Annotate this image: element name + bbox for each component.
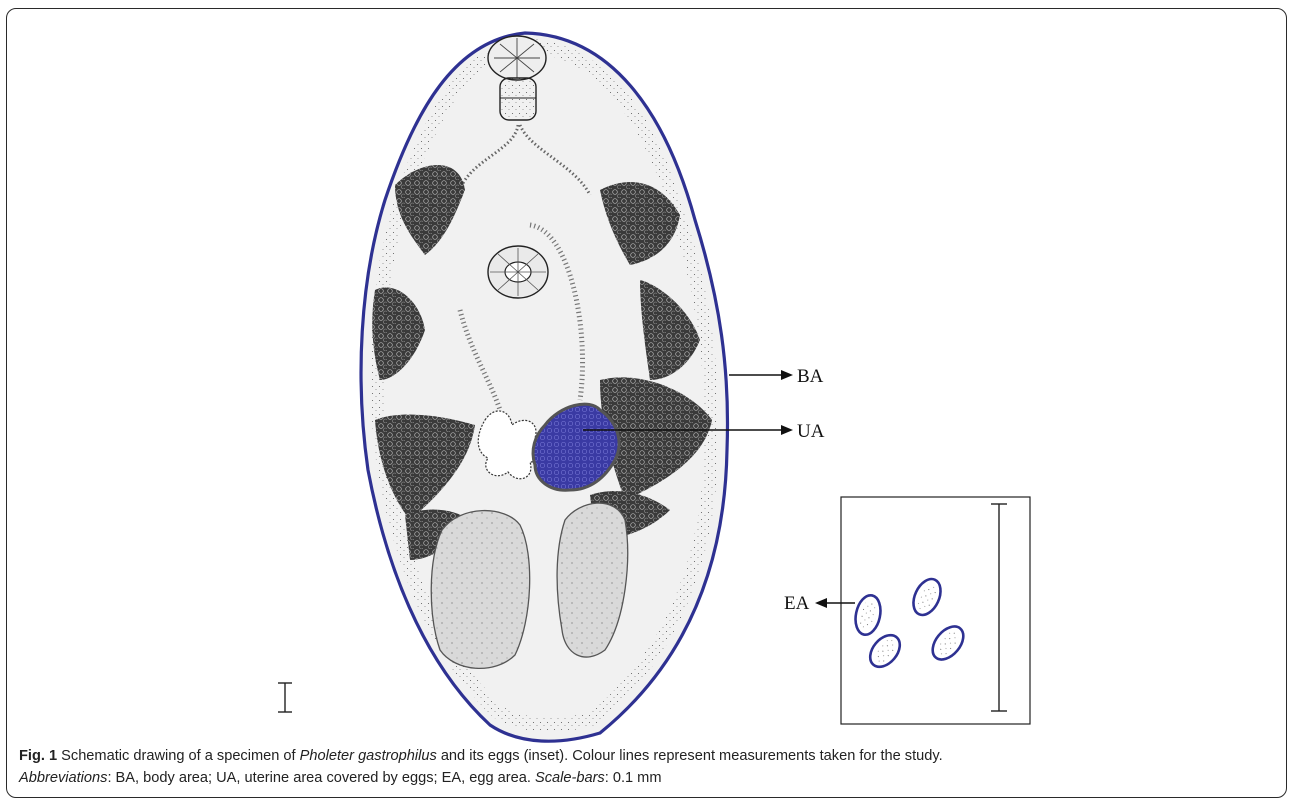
- figure-caption: Fig. 1 Schematic drawing of a specimen o…: [19, 745, 1281, 789]
- species-name: Pholeter gastrophilus: [300, 748, 437, 764]
- ventral-sucker: [488, 246, 548, 298]
- scale-bars-label: Scale-bars: [535, 770, 605, 786]
- caption-text-2: and its eggs (inset). Colour lines repre…: [437, 748, 943, 764]
- abbreviations-label: Abbreviations: [19, 770, 107, 786]
- abbreviations-text: : BA, body area; UA, uterine area covere…: [107, 770, 535, 786]
- figure-number: Fig. 1: [19, 748, 57, 764]
- ua-label: UA: [797, 421, 825, 442]
- egg-inset: [841, 497, 1030, 724]
- ea-label: EA: [784, 593, 810, 614]
- figure-drawing: BA UA: [0, 0, 1295, 745]
- ba-label: BA: [797, 366, 824, 387]
- body-outline: [361, 33, 727, 741]
- caption-text-1: Schematic drawing of a specimen of: [57, 748, 300, 764]
- ba-pointer: BA: [729, 366, 824, 387]
- scale-bar-body: [278, 683, 292, 712]
- scale-bars-text: : 0.1 mm: [605, 770, 662, 786]
